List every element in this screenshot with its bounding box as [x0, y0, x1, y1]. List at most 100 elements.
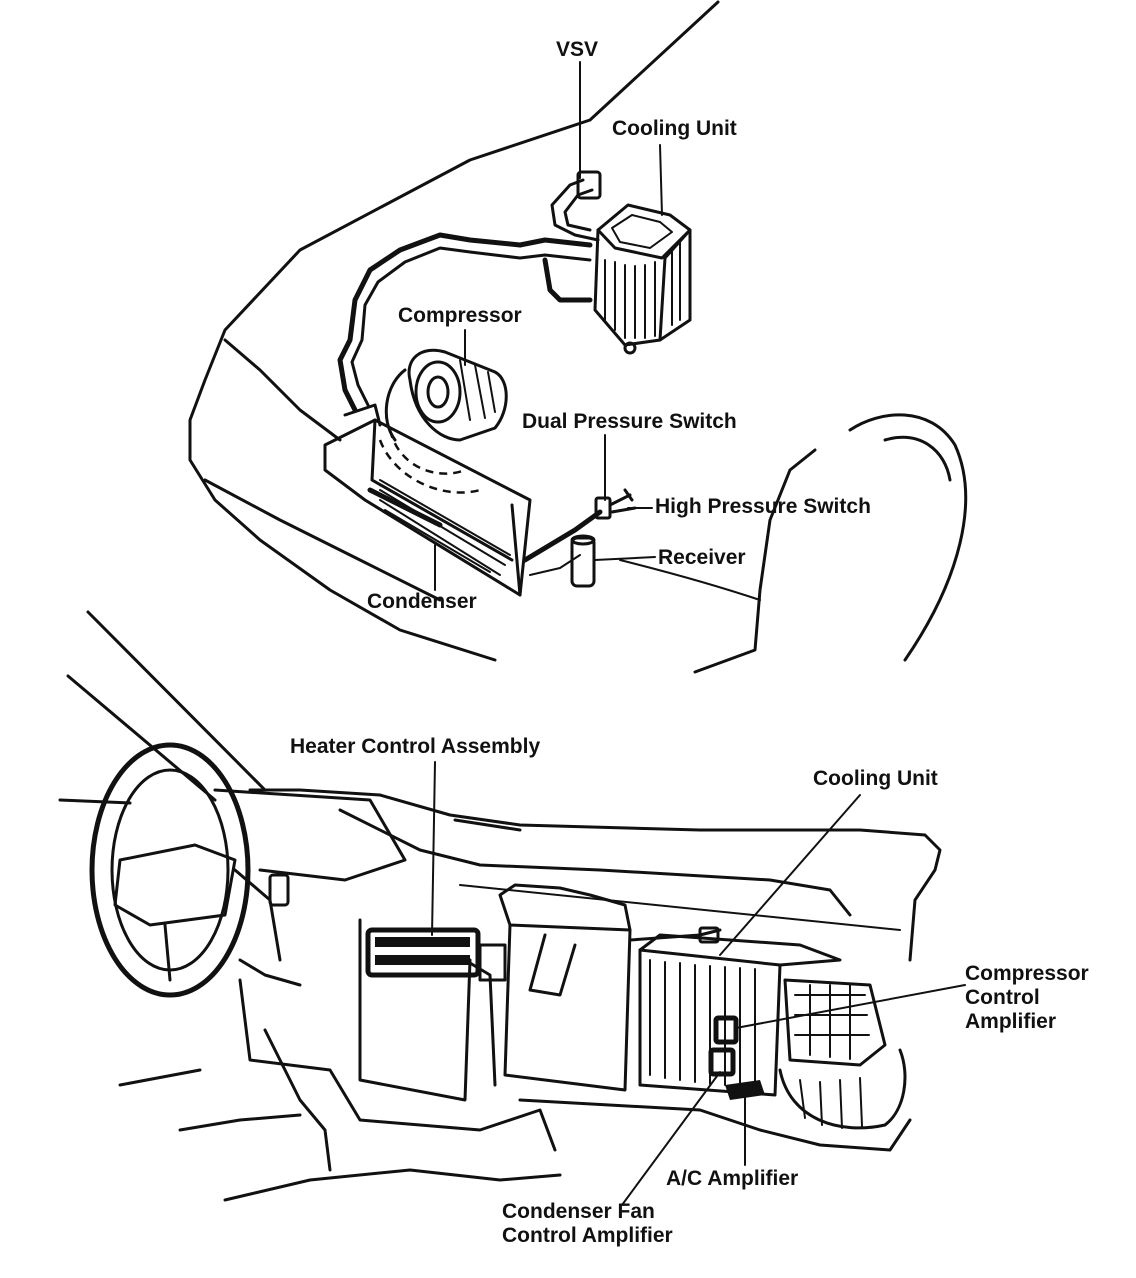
dash-top-inner	[338, 808, 852, 917]
seat-line	[223, 1168, 562, 1202]
cluster-switch	[268, 873, 290, 907]
engine-compartment-illustration	[188, 0, 968, 674]
cooling-unit-top-face	[596, 203, 692, 260]
blower-housing	[783, 978, 887, 1067]
condenser-lower-core	[367, 487, 443, 528]
liquid-line	[522, 509, 603, 563]
fender-front	[693, 448, 817, 674]
label-vsv: VSV	[556, 38, 599, 61]
label-cooling-unit-top: Cooling Unit	[612, 117, 737, 140]
dash-bottom	[518, 1098, 912, 1152]
steering-wheel-rim	[89, 742, 251, 998]
compressor-body	[407, 348, 508, 442]
leader-compressor-control-amplifier	[735, 984, 966, 1029]
floor-line-2	[178, 1113, 302, 1132]
leader-cooling-unit-top	[659, 144, 663, 216]
center-stack	[358, 918, 472, 1102]
label-dual-pressure-switch: Dual Pressure Switch	[522, 410, 737, 433]
windshield-pillar-1	[86, 610, 267, 792]
condenser-bracket	[343, 403, 382, 427]
hidden-line-2	[378, 439, 481, 494]
label-compressor: Compressor	[398, 304, 522, 327]
blower-motor	[778, 1048, 907, 1130]
condenser-fan-amplifier-box	[708, 1047, 736, 1077]
cooling-unit-drain	[623, 341, 637, 355]
label-cooling-unit-bottom: Cooling Unit	[813, 767, 938, 790]
heater-control-panel	[365, 927, 481, 978]
wheel-arch-inner	[883, 435, 952, 482]
steering-spoke	[163, 923, 172, 982]
vsv-hose-2	[563, 188, 594, 232]
cooling-unit-side	[658, 228, 692, 342]
label-condenser: Condenser	[367, 590, 477, 613]
leader-receiver	[594, 556, 656, 561]
steering-hub	[113, 843, 237, 927]
label-compressor-control-amplifier: Compressor Control Amplifier	[965, 962, 1089, 1034]
blower-ribs	[799, 1077, 863, 1129]
body-lower-line	[203, 478, 442, 602]
hood-outline	[188, 0, 720, 662]
dash-crease	[459, 884, 901, 931]
dashboard-illustration	[58, 610, 942, 1202]
suction-line	[337, 232, 593, 413]
compressor-clutch	[414, 360, 462, 424]
dash-top	[248, 788, 942, 962]
label-condenser-fan-control-amplifier-line-2: Control Amplifier	[502, 1224, 673, 1248]
duct-top	[498, 883, 632, 932]
wheel-arch	[848, 413, 968, 662]
blower-grid	[794, 984, 870, 1060]
label-compressor-control-amplifier-line-3: Amplifier	[965, 1010, 1057, 1034]
vsv-hose	[550, 178, 600, 242]
fender-crease	[619, 559, 761, 601]
duct-curve	[528, 933, 577, 997]
hidden-line-1	[388, 429, 466, 475]
label-condenser-fan-control-amplifier-line-1: Condenser Fan	[502, 1200, 655, 1223]
label-condenser-fan-control-amplifier: Condenser Fan Control Amplifier	[502, 1200, 673, 1248]
evaporator-housing	[638, 948, 782, 1097]
instrument-hood	[213, 788, 407, 882]
floor-line	[118, 1068, 202, 1087]
defroster-line	[453, 818, 522, 832]
compressor-clutch-inner	[426, 375, 450, 409]
condenser-top	[370, 418, 514, 562]
label-compressor-control-amplifier-line-2: Control	[965, 986, 1040, 1010]
ac-amplifier-box	[725, 1080, 765, 1100]
leader-condenser-fan-amplifier	[621, 1071, 721, 1206]
label-ac-amplifier: A/C Amplifier	[666, 1167, 799, 1190]
condenser-fins	[379, 479, 511, 576]
vsv-body	[576, 170, 602, 200]
heater-control-buttons	[375, 937, 470, 965]
vent-block	[478, 943, 507, 982]
shifter	[263, 1028, 332, 1172]
suction-line-inner	[350, 246, 592, 407]
fender-line	[223, 338, 342, 442]
leader-heater-control	[431, 761, 436, 936]
label-high-pressure-switch: High Pressure Switch	[655, 495, 871, 518]
receiver-top	[570, 534, 596, 546]
label-heater-control-assembly: Heater Control Assembly	[290, 735, 541, 758]
condenser-side-bar	[510, 503, 522, 597]
label-compressor-control-amplifier-line-1: Compressor	[965, 962, 1089, 985]
cooling-unit-fins	[604, 241, 681, 339]
steering-wheel-inner	[110, 768, 230, 972]
dash-top-line	[58, 798, 132, 805]
console	[238, 978, 557, 1152]
top-leader-lines	[434, 61, 663, 591]
compressor-control-amplifier-box	[713, 1015, 739, 1045]
cooling-unit-fitting	[698, 926, 720, 944]
cooling-unit-top-housing	[638, 933, 842, 967]
kick-panel	[238, 958, 302, 987]
leader-cooling-unit-bottom	[719, 794, 861, 956]
evaporator-fins	[649, 959, 756, 1089]
windshield-pillar-2	[66, 674, 217, 802]
center-stack-edge	[463, 958, 497, 1087]
receiver-tank	[570, 536, 596, 588]
discharge-line	[542, 257, 593, 303]
duct-front	[503, 923, 632, 1092]
cooling-unit-top-detail	[611, 214, 673, 249]
dual-pressure-switch-body	[594, 496, 612, 520]
label-receiver: Receiver	[658, 546, 746, 569]
bottom-leader-lines	[431, 761, 966, 1206]
